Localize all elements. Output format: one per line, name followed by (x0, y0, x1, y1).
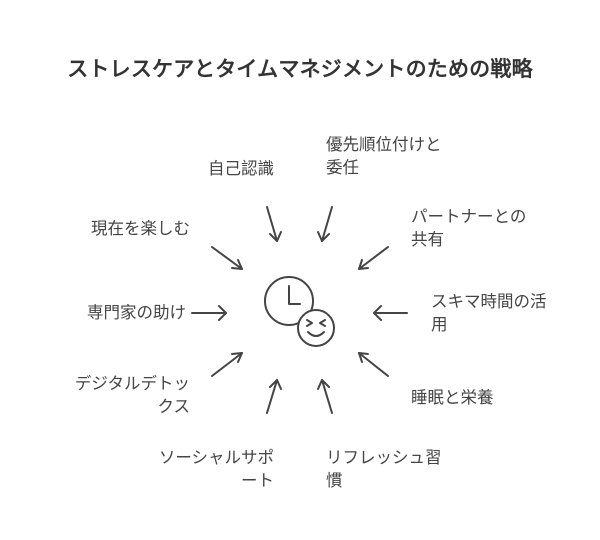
label-spare-time: スキマ時間の活 用 (431, 292, 547, 334)
arrow-self-awareness (266, 206, 282, 242)
diagram-title: ストレスケアとタイムマネジメントのための戦略 (67, 57, 533, 81)
label-prioritization: 優先順位付けと 委任 (326, 135, 442, 177)
arrow-refresh-habits (317, 379, 333, 414)
label-refresh-habits: リフレッシュ習 慣 (326, 448, 442, 490)
label-enjoy-present: 現在を楽しむ (91, 219, 190, 238)
clock-smiley-icon (264, 276, 335, 347)
clock-hands (288, 285, 301, 305)
label-professional-help: 専門家の助け (87, 303, 186, 322)
label-self-awareness: 自己認識 (208, 159, 274, 178)
arrow-spare-time (373, 305, 408, 321)
arrow-sleep-nutrition (358, 352, 389, 377)
label-sleep-nutrition: 睡眠と栄養 (411, 388, 494, 407)
arrow-enjoy-present (211, 246, 243, 270)
smiley-eye-right (319, 319, 326, 327)
clock-face (264, 276, 314, 326)
smiley-mouth (307, 331, 325, 337)
smiley-eye-left (306, 319, 313, 327)
smiley-face (297, 309, 335, 347)
arrow-digital-detox (211, 352, 243, 377)
arrow-professional-help (191, 305, 227, 321)
label-social-support: ソーシャルサポ ート (158, 448, 274, 490)
label-partner-sharing: パートナーとの 共有 (411, 207, 527, 249)
arrow-social-support (266, 379, 282, 414)
label-digital-detox: デジタルデトッ クス (74, 374, 190, 416)
arrow-prioritization (317, 206, 333, 242)
arrow-partner-sharing (358, 246, 389, 270)
